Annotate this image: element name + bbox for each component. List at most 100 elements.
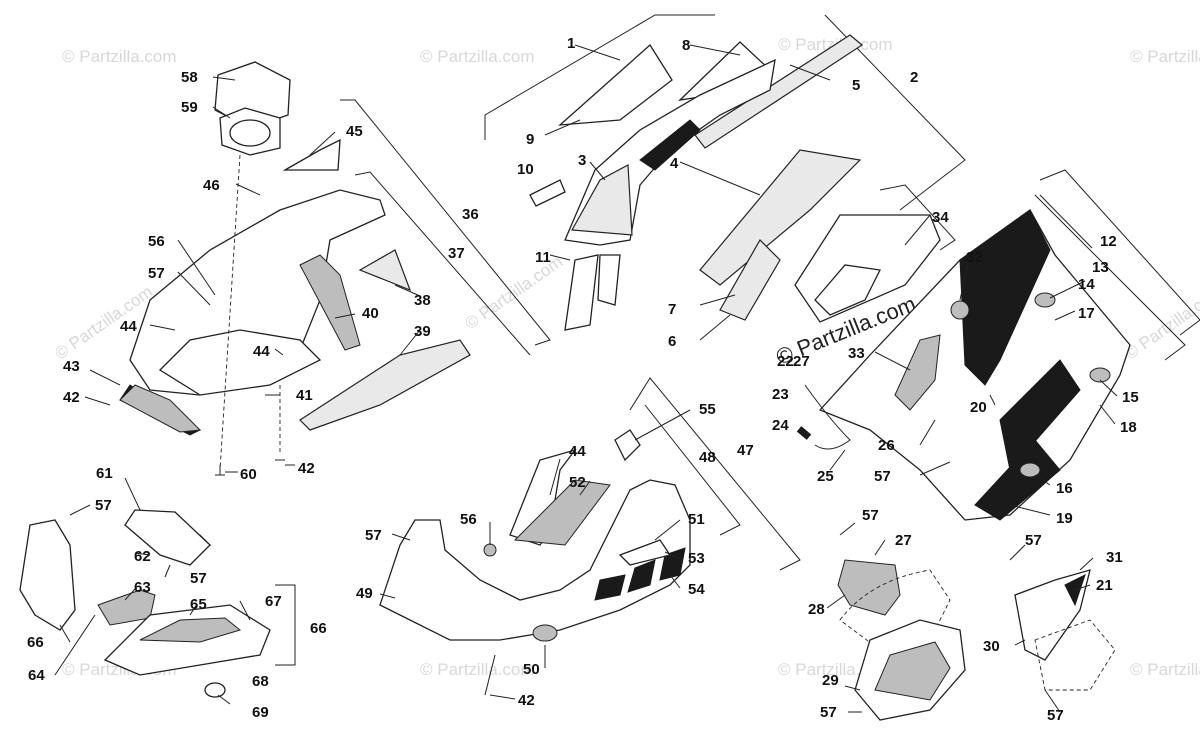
callout-55: 55 (699, 401, 716, 418)
watermark-11: © Partzilla.com (1121, 282, 1200, 363)
part-49-shroud (379, 479, 691, 641)
callouts: 1 2 3 4 5 6 7 8 9 10 11 12 13 14 15 16 1… (27, 35, 1139, 724)
callout-29: 29 (822, 672, 839, 689)
bracket-12 (1039, 169, 1200, 336)
part-63-box (97, 589, 156, 626)
side-panel-assembly (794, 169, 1200, 521)
callout-46: 46 (203, 177, 220, 194)
part-3-foam (571, 164, 633, 236)
callout-9: 9 (526, 131, 534, 148)
callout-32: 32 (966, 249, 983, 266)
callout-41: 41 (296, 387, 313, 404)
callout-3: 3 (578, 152, 586, 169)
callout-66-left: 66 (27, 634, 44, 651)
part-50-plug (532, 624, 558, 642)
callout-57-i: 57 (1047, 707, 1064, 724)
callout-57-b: 57 (95, 497, 112, 514)
part-45-panel (282, 138, 341, 171)
part-17-graphic (959, 209, 1051, 386)
callout-57-f: 57 (862, 507, 879, 524)
callout-18: 18 (1120, 419, 1137, 436)
callout-60: 60 (240, 466, 257, 483)
bracket-37 (354, 171, 531, 356)
callout-66-right: 66 (310, 620, 327, 637)
part-38-foam (358, 249, 412, 292)
bracket-48 (644, 404, 741, 536)
callout-47: 47 (737, 442, 754, 459)
callout-6: 6 (668, 333, 676, 350)
callout-52: 52 (569, 474, 586, 491)
part-58-gasket (214, 61, 291, 129)
part-19-graphic (974, 439, 1061, 521)
callout-57-h: 57 (1025, 532, 1042, 549)
callout-24: 24 (772, 417, 789, 434)
callout-10: 10 (517, 161, 534, 178)
watermark-4: © Partzilla.com (1130, 47, 1200, 66)
callout-53: 53 (688, 550, 705, 567)
callout-27: 27 (895, 532, 912, 549)
bracket-1 (484, 14, 715, 140)
callout-56-bottom: 56 (460, 511, 477, 528)
part-40-bracket (299, 254, 361, 351)
callout-8: 8 (682, 37, 690, 54)
part-7-foam (699, 149, 862, 286)
callout-62: 62 (134, 548, 151, 565)
callout-21: 21 (1096, 577, 1113, 594)
watermark-1: © Partzilla.com (62, 47, 177, 66)
callout-43: 43 (63, 358, 80, 375)
callout-42-bottom: 42 (518, 692, 535, 709)
callout-1: 1 (567, 35, 575, 52)
part-29-inner (874, 641, 951, 701)
callout-2: 2 (910, 69, 918, 86)
part-33-mesh (894, 334, 941, 411)
part-54-graphic-2 (627, 559, 656, 593)
callout-56-top: 56 (148, 233, 165, 250)
callout-31: 31 (1106, 549, 1123, 566)
part-4-vent (639, 119, 701, 171)
part-23-wire (804, 384, 851, 450)
callout-59: 59 (181, 99, 198, 116)
callout-44-mid: 44 (253, 343, 270, 360)
part-24-connector (796, 426, 812, 440)
part-54-graphic-1 (594, 574, 626, 601)
bracket-34 (879, 184, 956, 251)
callout-44-bottom: 44 (569, 443, 586, 460)
callout-51: 51 (688, 511, 705, 528)
callout-44-left: 44 (120, 318, 137, 335)
callout-57-e: 57 (874, 468, 891, 485)
part-53-trim (618, 539, 672, 566)
callout-48: 48 (699, 449, 716, 466)
watermark-6: © Partzilla.com (420, 660, 535, 679)
callout-7: 7 (668, 301, 676, 318)
bottom-left-assembly (19, 477, 296, 705)
callout-42-left: 42 (63, 389, 80, 406)
callout-20: 20 (970, 399, 987, 416)
watermark-2: © Partzilla.com (420, 47, 535, 66)
bracket-13 (1034, 194, 1186, 361)
callout-68: 68 (252, 673, 269, 690)
callout-57-a: 57 (148, 265, 165, 282)
part-10-decal (529, 179, 566, 207)
part-56-grommet (483, 543, 497, 557)
part-9-decal (558, 44, 673, 126)
part-21-outline (1034, 619, 1116, 691)
callout-37: 37 (448, 245, 465, 262)
part-6-foam (719, 239, 781, 321)
part-15-plug (1089, 367, 1111, 383)
bracket-66 (275, 584, 296, 666)
callout-69: 69 (252, 704, 269, 721)
bracket-47 (629, 377, 801, 571)
callout-13: 13 (1092, 259, 1109, 276)
callout-26: 26 (878, 437, 895, 454)
callout-50: 50 (523, 661, 540, 678)
callout-67: 67 (265, 593, 282, 610)
callout-38: 38 (414, 292, 431, 309)
callout-63: 63 (134, 579, 151, 596)
callout-57-c: 57 (190, 570, 207, 587)
callout-39: 39 (414, 323, 431, 340)
callout-57-d: 57 (365, 527, 382, 544)
part-65-pad (139, 617, 242, 643)
lower-shroud-assembly (379, 377, 801, 700)
part-20-graphic (999, 359, 1081, 472)
